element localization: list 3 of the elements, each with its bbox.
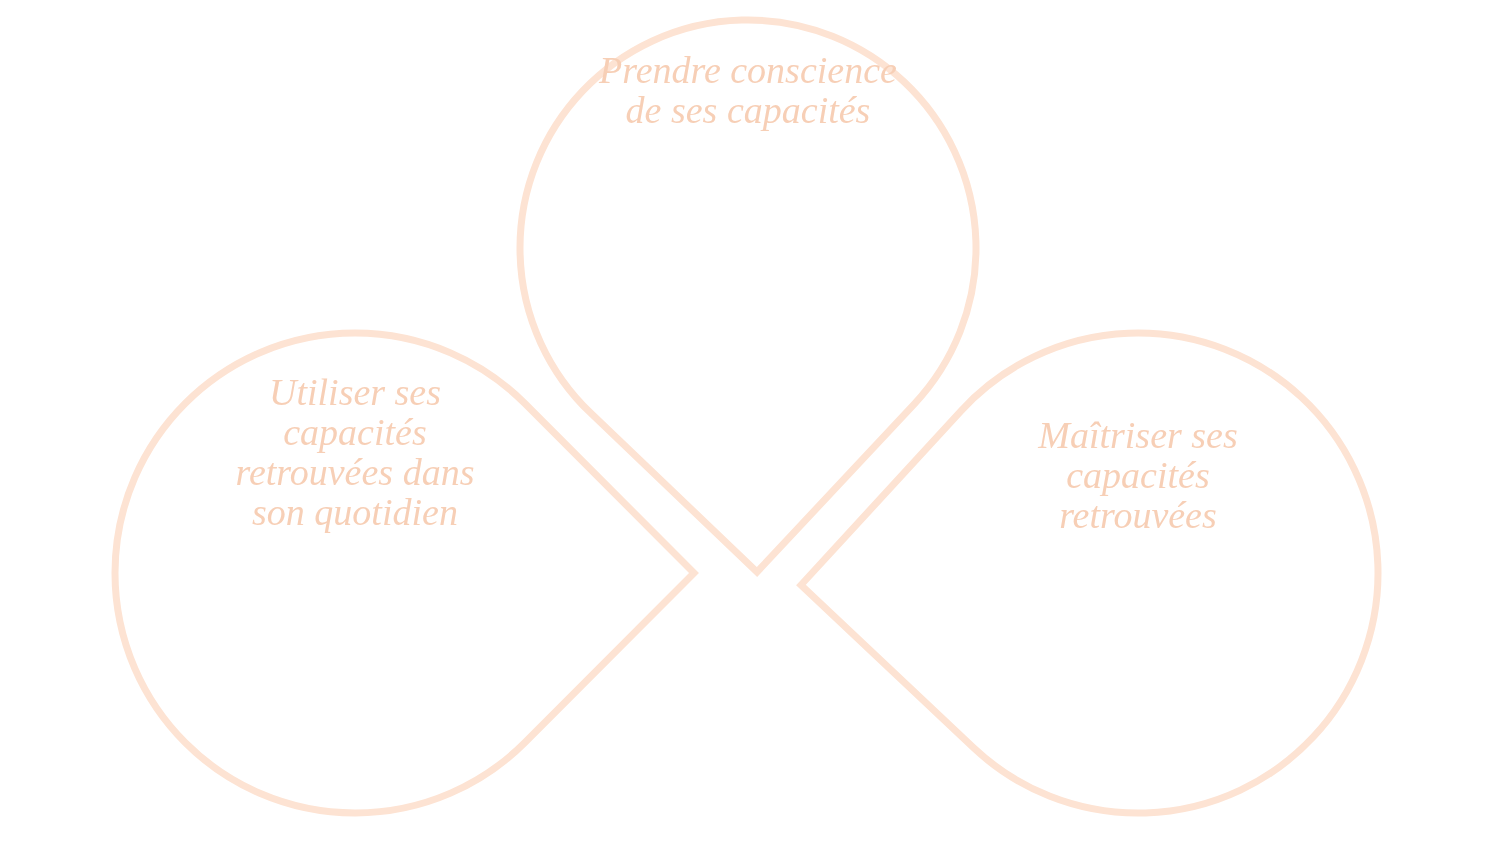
step-label: Prendre conscience de ses capacités: [598, 50, 898, 130]
step-label: Maîtriser ses capacités retrouvées: [1037, 415, 1239, 535]
step-label: Utiliser ses capacités retrouvées dans son quotidien: [234, 372, 476, 532]
